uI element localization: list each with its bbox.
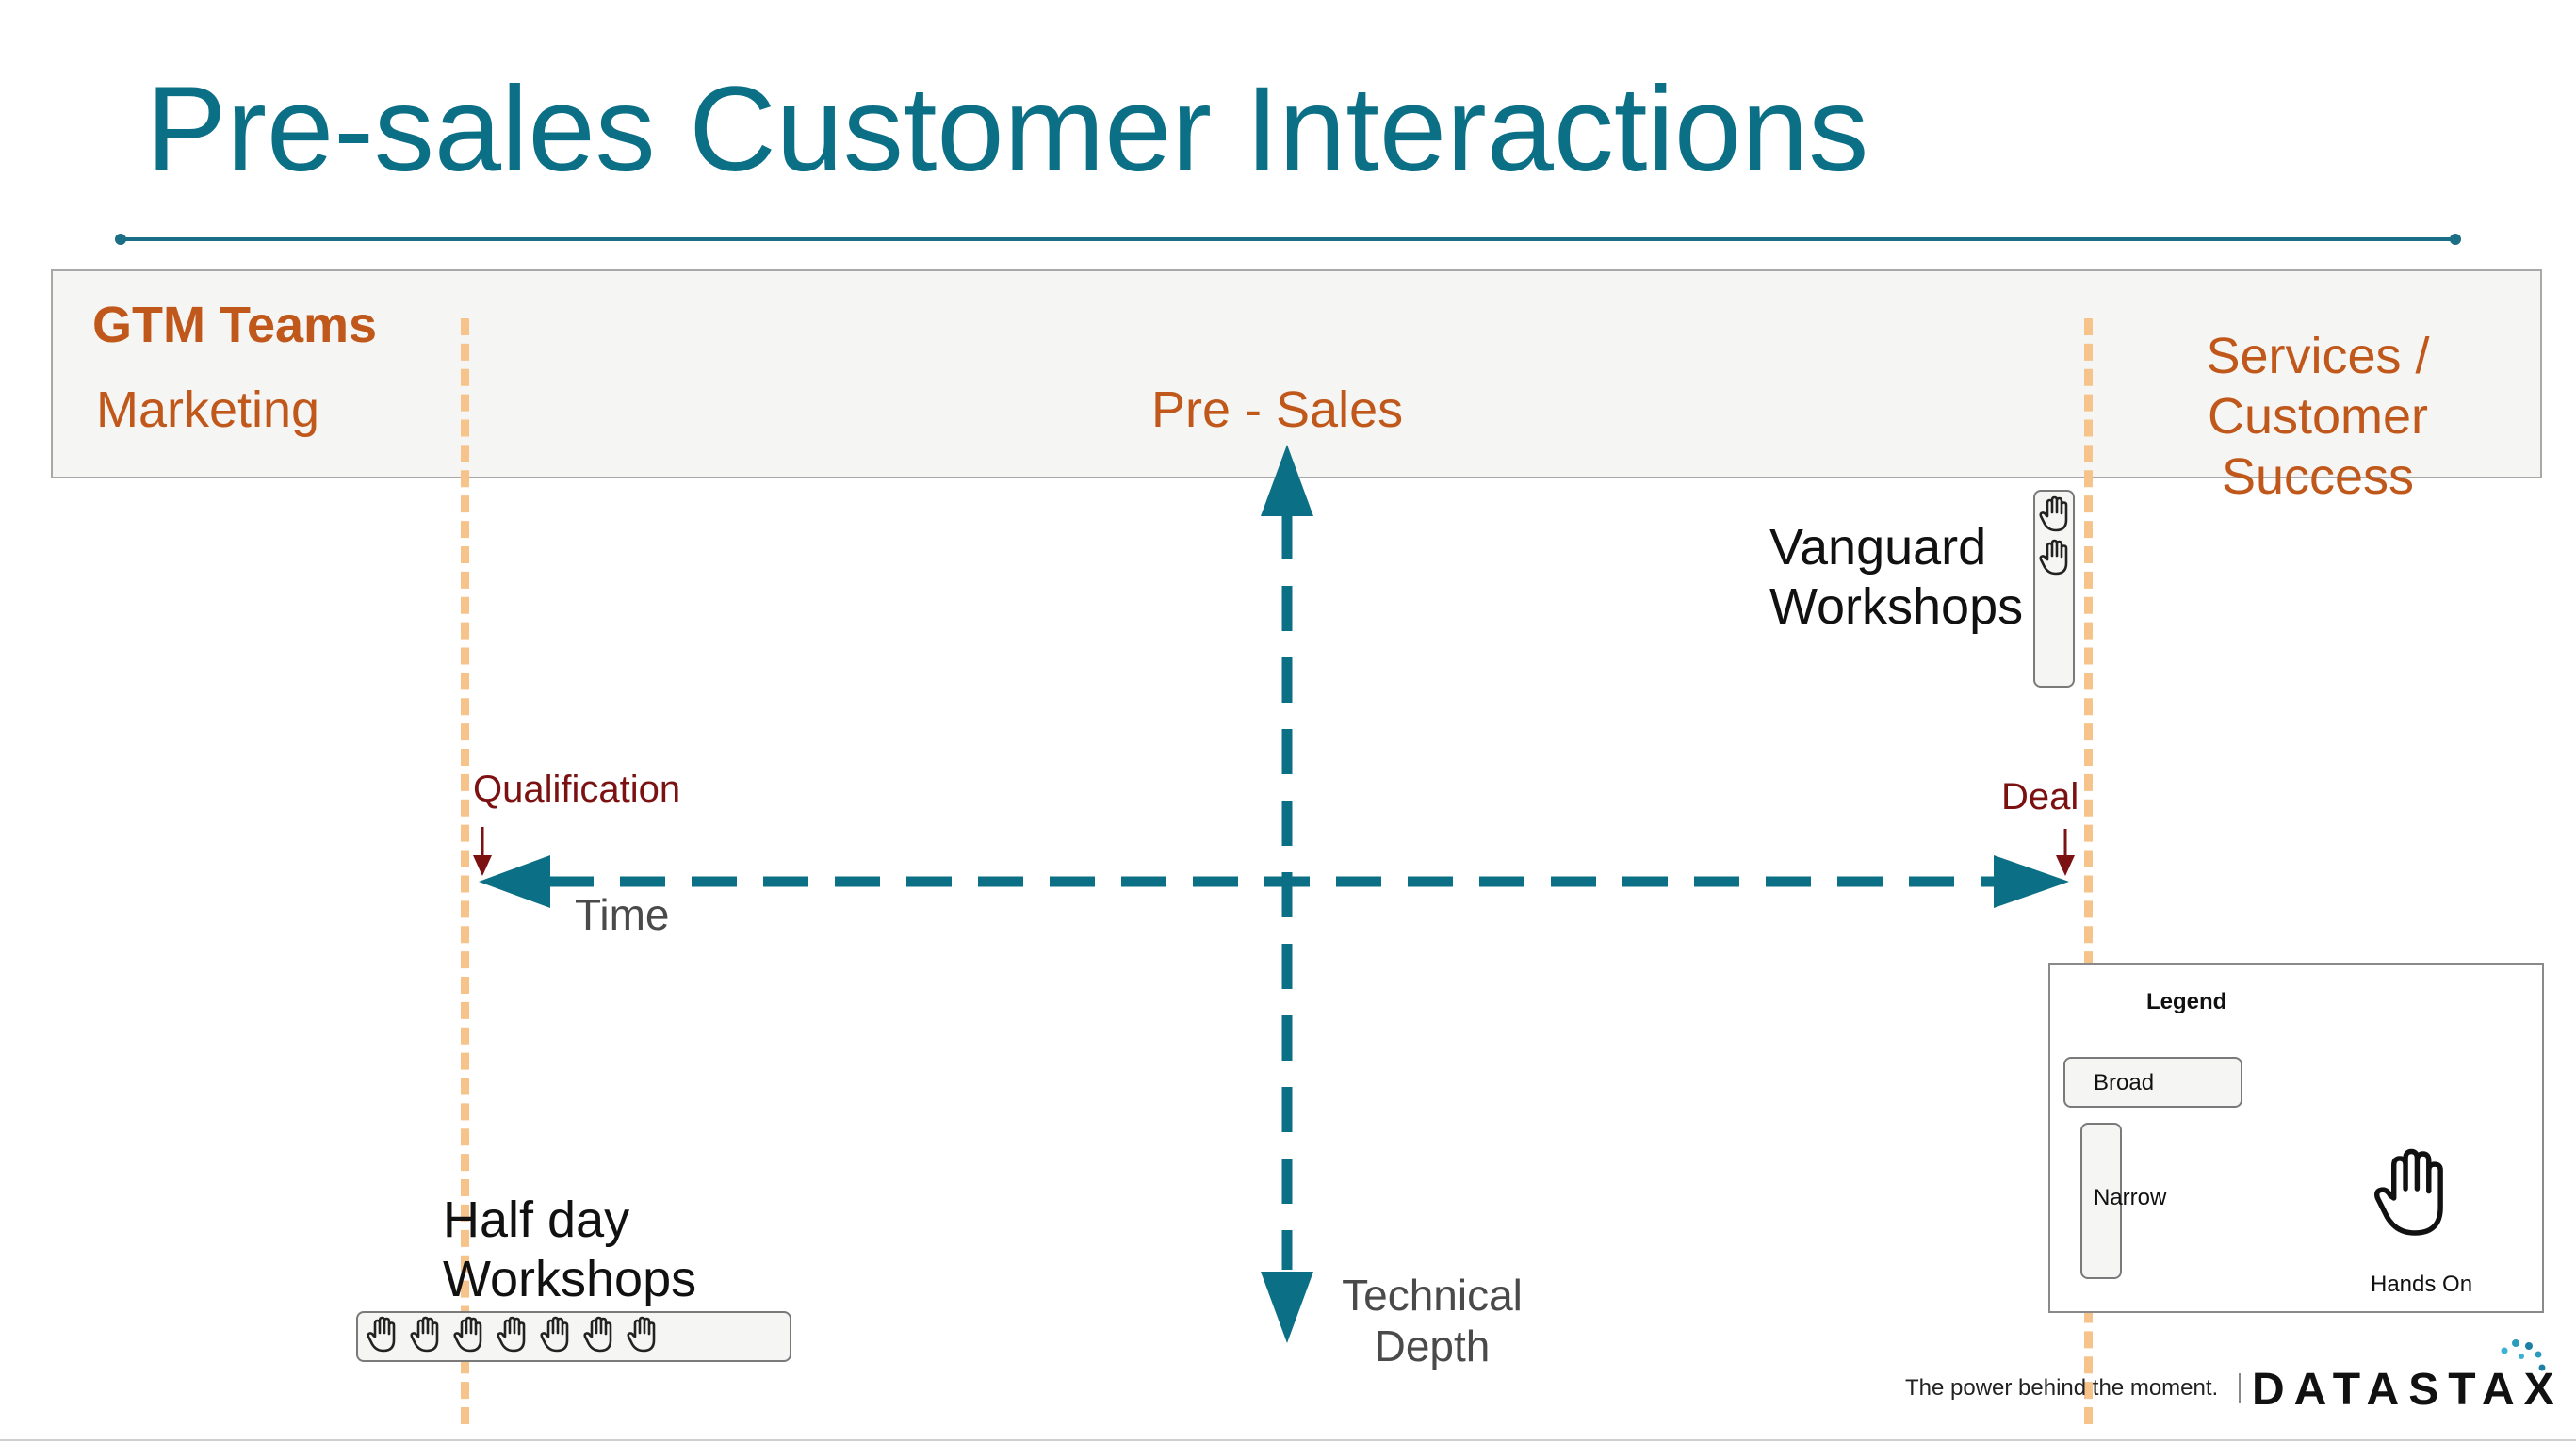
- hand-icon: [453, 1316, 482, 1353]
- qualification-divider-line: [461, 318, 469, 1424]
- technical-depth-line1: Technical: [1342, 1271, 1523, 1320]
- halfday-workshops-line1: Half day: [443, 1192, 630, 1248]
- legend-broad-label: Broad: [2094, 1070, 2155, 1095]
- vanguard-workshops-line1: Vanguard: [1769, 519, 1987, 576]
- vanguard-workshops-line2: Workshops: [1769, 578, 2024, 635]
- hand-icon: [497, 1316, 526, 1353]
- footer-tagline: The power behind the moment.: [1905, 1375, 2219, 1401]
- vanguard-narrow-box: [2033, 490, 2075, 688]
- legend-narrow-swatch: [2080, 1123, 2122, 1279]
- datastax-logo: DATASTAX: [2252, 1365, 2564, 1415]
- technical-depth-line2: Depth: [1374, 1321, 1491, 1370]
- hand-icon: [2374, 1148, 2443, 1236]
- slide-bottom-border: [0, 1439, 2576, 1441]
- hand-icon: [2039, 539, 2068, 576]
- time-axis-label: Time: [575, 890, 670, 939]
- hand-icon: [410, 1316, 439, 1353]
- time-axis-arrow: [479, 855, 2069, 908]
- technical-depth-axis-arrow: [1261, 445, 1313, 1343]
- hand-icon: [367, 1316, 396, 1353]
- legend-hands-on-label: Hands On: [2371, 1272, 2473, 1297]
- technical-depth-label: Technical Depth: [1319, 1270, 1545, 1371]
- services-label-line1: Services /: [2206, 328, 2430, 384]
- deal-label: Deal: [2001, 776, 2079, 818]
- hand-icon: [583, 1316, 612, 1353]
- presales-label: Pre - Sales: [1151, 381, 1404, 438]
- datastax-logo-dots-icon: [2501, 1339, 2546, 1371]
- services-label-line2: Customer Success: [2207, 388, 2429, 505]
- legend-title: Legend: [2146, 989, 2227, 1014]
- gtm-teams-heading: GTM Teams: [92, 297, 378, 353]
- qualification-marker-arrow: [473, 827, 492, 876]
- halfday-workshops-line2: Workshops: [443, 1251, 697, 1307]
- footer-separator: [2239, 1373, 2241, 1403]
- deal-marker-arrow: [2056, 829, 2075, 876]
- marketing-label: Marketing: [96, 381, 320, 438]
- services-label: Services / Customer Success: [2107, 326, 2529, 507]
- legend-broad-swatch: [2063, 1057, 2242, 1108]
- halfday-broad-box: [356, 1311, 791, 1362]
- title-underline: [115, 234, 2461, 245]
- hand-icon: [2039, 495, 2068, 532]
- deal-divider-line: [2084, 318, 2093, 1424]
- qualification-label: Qualification: [473, 769, 681, 810]
- hand-icon: [540, 1316, 569, 1353]
- hand-icon: [627, 1316, 656, 1353]
- vanguard-workshops-label: Vanguard Workshops: [1769, 518, 2023, 637]
- legend-box: [2048, 963, 2544, 1313]
- halfday-workshops-label: Half day Workshops: [443, 1191, 696, 1309]
- legend-narrow-label: Narrow: [2094, 1185, 2167, 1210]
- page-title: Pre-sales Customer Interactions: [146, 62, 1869, 197]
